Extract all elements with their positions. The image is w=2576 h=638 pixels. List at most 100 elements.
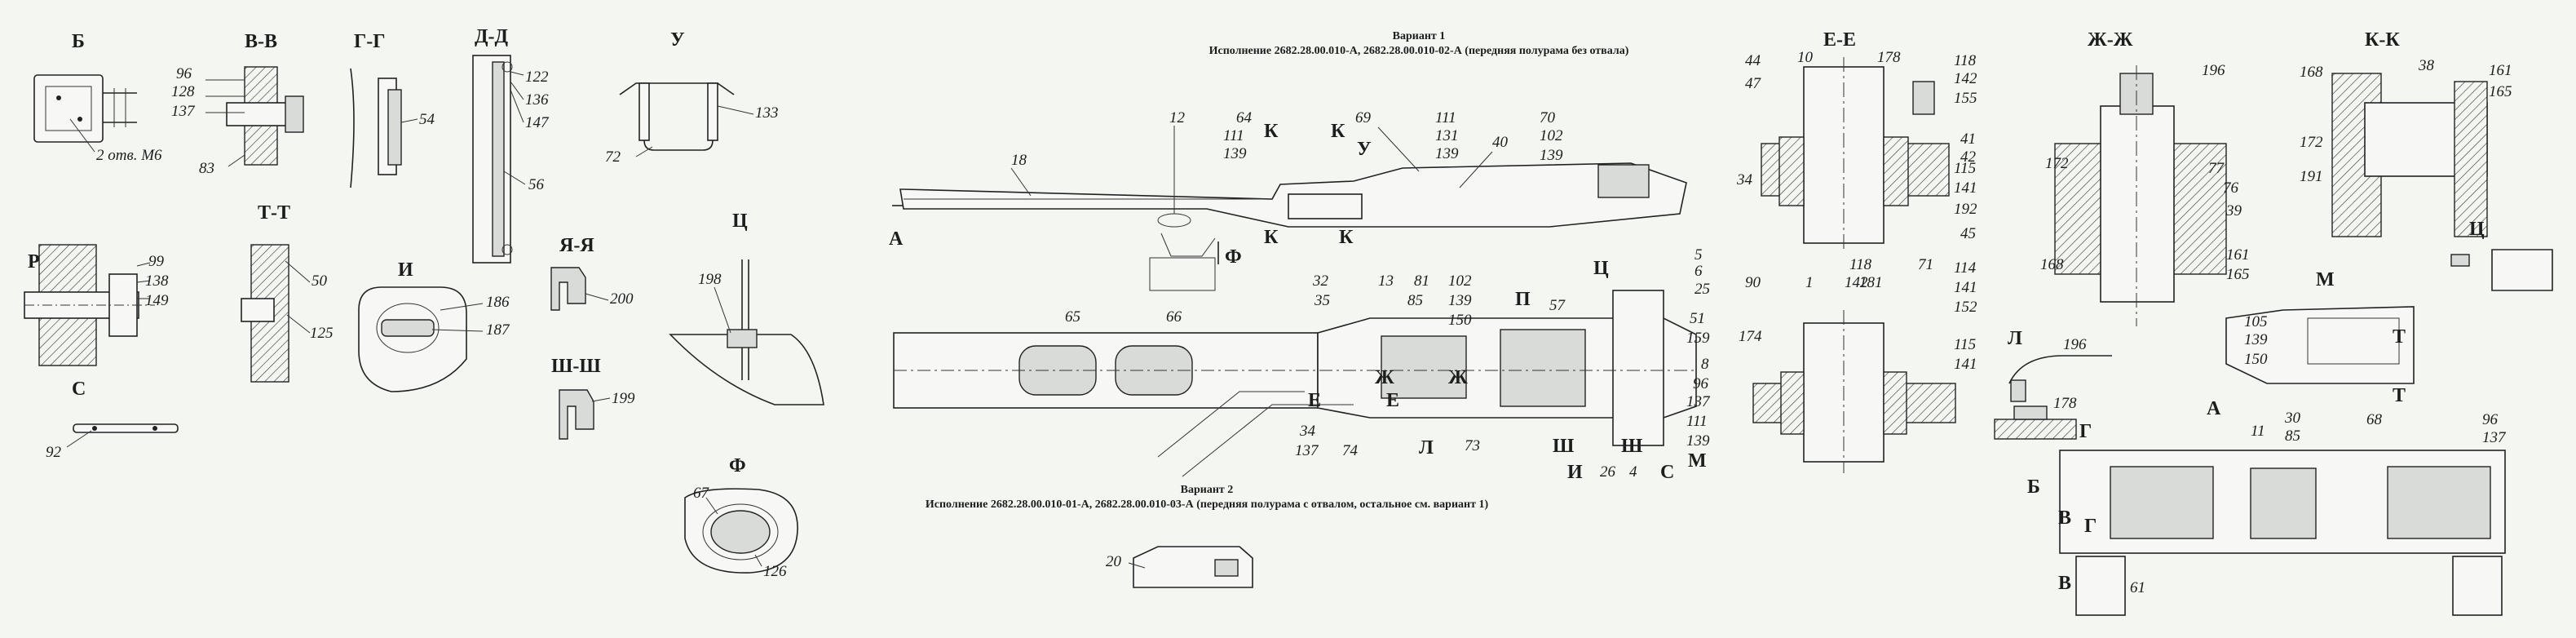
callout-main-81: 81 — [1414, 272, 1429, 290]
section-ee-title: Е-Е — [1823, 29, 1856, 51]
callout-shsh-199: 199 — [612, 390, 635, 407]
callout-a-61: 61 — [2130, 579, 2145, 596]
callout-main-57: 57 — [1549, 297, 1566, 314]
main-label-e1: Е — [1308, 390, 1321, 411]
callout-vv-96: 96 — [176, 65, 192, 82]
callout-ts-198: 198 — [698, 271, 722, 288]
variant2-subtitle: Исполнение 2682.28.00.010-01-А, 2682.28.… — [926, 498, 1489, 511]
callout-ee-47: 47 — [1745, 75, 1762, 92]
callout-u-133: 133 — [755, 104, 779, 122]
callout-l-196: 196 — [2063, 336, 2087, 353]
callout-ee-178: 178 — [1877, 49, 1901, 66]
view-a: А Г Г 11 30 85 68 96 137 Б В В 61 — [2027, 398, 2507, 616]
callout-kk-172: 172 — [2300, 134, 2323, 151]
callout-u-72: 72 — [605, 148, 621, 166]
view-vv: В-В 96 128 137 83 — [171, 31, 304, 177]
main-label-u: У — [1357, 139, 1372, 160]
view-i-title: И — [398, 259, 413, 281]
main-label-e2: Е — [1386, 390, 1399, 411]
main-side-view: А К К К К У Ф 12 18 64 111 139 69 111 13… — [889, 109, 1687, 291]
callout-main-74: 74 — [1342, 442, 1359, 459]
view-tt: Т-Т 50 125 — [241, 202, 334, 383]
view-a-g1: Г — [2079, 421, 2092, 442]
callout-main-32: 32 — [1312, 272, 1329, 290]
view-yaya: Я-Я 200 — [550, 235, 634, 311]
callout-main-139e: 139 — [1686, 432, 1710, 450]
callout-main-4: 4 — [1629, 463, 1637, 481]
view-gg-title: Г-Г — [354, 31, 386, 52]
callout-main-137a: 137 — [1295, 442, 1319, 459]
callout-kk-38: 38 — [2418, 57, 2435, 74]
section-zhzh-title: Ж-Ж — [2088, 29, 2133, 51]
callout-gg-54: 54 — [419, 111, 435, 128]
callout-main-85: 85 — [1407, 292, 1423, 309]
callout-main-5: 5 — [1695, 246, 1703, 264]
callout-main-102a: 102 — [1540, 127, 1563, 144]
callout-dd-122: 122 — [525, 69, 549, 86]
callout-ee-34: 34 — [1736, 171, 1753, 188]
callout-zhzh-77: 77 — [2208, 160, 2225, 177]
callout-main-139d: 139 — [1448, 292, 1472, 309]
callout-ee-142b: 142 — [1845, 274, 1868, 291]
view-ts-title: Ц — [732, 210, 748, 232]
section-ee: Е-Е 44 10 178 118 142 155 47 41 42 34 11… — [1736, 29, 1977, 473]
view-ts2-title: Ц — [2469, 219, 2485, 240]
view-u-title: У — [670, 29, 685, 51]
view-a-v1: В — [2058, 507, 2071, 529]
view-ts: Ц 198 — [669, 210, 824, 405]
view-dd-title: Д-Д — [475, 26, 509, 47]
callout-m-150: 150 — [2244, 351, 2268, 368]
callout-dd-136: 136 — [525, 91, 549, 109]
callout-rr-138: 138 — [145, 272, 169, 290]
callout-zhzh-168: 168 — [2040, 256, 2064, 273]
callout-ee-174: 174 — [1739, 328, 1762, 345]
view-s-title: С — [72, 379, 86, 400]
section-zhzh: Ж-Ж 196 77 76 172 39 168 161 165 — [2040, 29, 2250, 326]
callout-ee-155: 155 — [1954, 90, 1977, 107]
main-label-sh2: Ш — [1621, 436, 1642, 457]
view-shsh-title: Ш-Ш — [551, 356, 601, 377]
callout-ee-45: 45 — [1960, 225, 1976, 242]
main-label-k4: К — [1339, 227, 1354, 248]
callout-rr-149: 149 — [145, 292, 169, 309]
callout-main-34: 34 — [1299, 423, 1316, 440]
callout-v2-20: 20 — [1106, 553, 1122, 570]
callout-main-18: 18 — [1011, 152, 1027, 169]
main-label-zh1: Ж — [1375, 367, 1394, 388]
callout-ee-181: 181 — [1859, 274, 1883, 291]
callout-a-137: 137 — [2482, 429, 2507, 446]
callout-main-6: 6 — [1695, 263, 1703, 280]
callout-ee-118a: 118 — [1954, 52, 1977, 69]
view-dd: Д-Д 122 136 147 56 — [472, 26, 550, 264]
callout-ee-118b: 118 — [1849, 256, 1872, 273]
view-l-title: Л — [2008, 328, 2022, 349]
callout-main-51: 51 — [1690, 310, 1705, 327]
callout-yaya-200: 200 — [610, 290, 634, 308]
view-s: С 92 — [46, 379, 179, 461]
callout-zhzh-196: 196 — [2202, 62, 2225, 79]
callout-main-150: 150 — [1448, 312, 1472, 329]
callout-ee-142a: 142 — [1954, 70, 1977, 87]
callout-main-12: 12 — [1169, 109, 1186, 126]
callout-ee-90: 90 — [1745, 274, 1761, 291]
callout-zhzh-161: 161 — [2226, 246, 2250, 264]
view-f-title: Ф — [729, 455, 746, 476]
callout-main-73: 73 — [1465, 437, 1480, 454]
main-plan-view: 65 66 32 35 13 81 85 102 139 150 34 137 … — [893, 246, 1711, 483]
callout-ee-41: 41 — [1960, 131, 1976, 148]
callout-main-139a: 139 — [1223, 145, 1247, 162]
main-label-ts: Ц — [1593, 258, 1609, 279]
main-label-a: А — [889, 228, 904, 250]
callout-ee-42: 42 — [1960, 148, 1977, 166]
callout-zhzh-39: 39 — [2225, 202, 2242, 219]
callout-main-131: 131 — [1435, 127, 1459, 144]
callout-tt-125: 125 — [310, 325, 334, 342]
callout-kk-165: 165 — [2489, 83, 2512, 100]
callout-ee-10: 10 — [1797, 49, 1814, 66]
callout-tt-50: 50 — [312, 272, 328, 290]
callout-a-11: 11 — [2251, 423, 2265, 440]
callout-main-96: 96 — [1693, 375, 1709, 392]
callout-main-25: 25 — [1695, 281, 1710, 298]
view-a-title: А — [2207, 398, 2221, 419]
